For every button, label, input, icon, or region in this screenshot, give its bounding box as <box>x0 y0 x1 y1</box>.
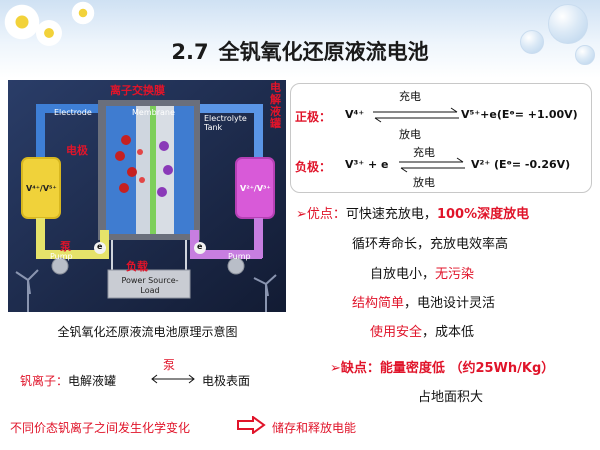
equations-box: 充电 正极： V⁴⁺ V⁵⁺+e(Eᶱ= +1.00V) 放电 充电 负极： V… <box>290 83 592 193</box>
tank-label-cn: 电解液罐 <box>270 81 281 130</box>
wind-turbine-icon <box>15 269 277 312</box>
disadvantages-text-1: 能量密度低 （约25Wh/Kg） <box>379 361 555 376</box>
diagram-caption: 全钒氧化还原液流电池原理示意图 <box>57 325 238 339</box>
adv-text-1b: 100%深度放电 <box>436 207 530 222</box>
membrane <box>150 106 156 234</box>
pump-left-icon <box>51 257 69 275</box>
flower-decoration-icon <box>34 18 64 48</box>
electrode-label: Electrode <box>54 108 92 117</box>
advantages-line-1: ➢优点：可快速充放电，100%深度放电 <box>296 203 529 222</box>
electron-label-right: e <box>197 242 203 251</box>
vanadium-prefix: 钒离子： <box>20 374 69 388</box>
bullet-arrow-icon: ➢ <box>296 207 307 222</box>
reversible-arrow-icon <box>373 107 459 123</box>
pos-discharge-label: 放电 <box>399 128 421 141</box>
disadvantages-line-2: 占地面积大 <box>418 390 484 405</box>
top-right-pipe <box>180 104 262 113</box>
pos-charge-label: 充电 <box>399 90 421 103</box>
disadvantages-line-1: ➢缺点：能量密度低 （约25Wh/Kg） <box>330 357 554 376</box>
advantages-label: 优点： <box>306 207 346 222</box>
bubble-decoration-icon <box>548 4 588 44</box>
bottom-text-right: 储存和释放电能 <box>272 421 357 435</box>
slide-header <box>0 0 600 78</box>
reversible-arrow-icon <box>399 157 465 173</box>
bottom-right-pipe <box>198 250 262 259</box>
power-load-box <box>107 269 191 299</box>
left-tank-label: V⁴⁺/V⁵⁺ <box>26 184 57 193</box>
double-arrow-icon <box>151 374 195 384</box>
advantages-line-3: 自放电小，无污染 <box>370 263 474 282</box>
vanadium-electrode-surface: 电极表面 <box>202 374 251 388</box>
adv-text-3b: 无污染 <box>435 267 475 282</box>
electron-label-left: e <box>97 242 103 251</box>
right-electrode <box>174 106 194 234</box>
advantages-line-2: 循环寿命长，充放电效率高 <box>352 237 509 252</box>
diagram-svg <box>8 80 286 312</box>
bottom-left-pipe <box>36 250 100 259</box>
adv-text-5a: 使用安全 <box>370 325 423 340</box>
neg-charge-label: 充电 <box>413 146 435 159</box>
adv-text-1a: 可快速充放电， <box>345 207 437 222</box>
adv-text-3a: 自放电小， <box>370 267 436 282</box>
adv-text-4b: ，电池设计灵活 <box>404 296 496 311</box>
bottom-text-left: 不同价态钒离子之间发生化学变化 <box>10 421 191 435</box>
pos-right: V⁵⁺+e(Eᶱ= +1.00V) <box>461 108 578 121</box>
adv-text-5b: ，成本低 <box>422 325 475 340</box>
load-label-cn: 负载 <box>126 260 148 273</box>
bubble-decoration-icon <box>520 30 544 54</box>
vanadium-tank: 电解液罐 <box>68 374 117 388</box>
electrolyte-tank-label: Electrolyte Tank <box>204 114 247 132</box>
disadvantages-label: 缺点： <box>340 361 380 376</box>
membrane-label: Membrane <box>132 108 175 117</box>
pos-label: 正极： <box>295 110 332 124</box>
title-text: 全钒氧化还原液流电池 <box>218 40 429 64</box>
neg-label: 负极： <box>295 160 332 174</box>
pump-label-cn: 泵 <box>60 240 71 253</box>
ion-membrane-label: 离子交换膜 <box>110 84 165 97</box>
section-number: 2.7 <box>171 40 209 64</box>
adv-text-4a: 结构简单 <box>352 296 405 311</box>
bullet-arrow-icon: ➢ <box>330 361 341 376</box>
power-load-label: Power Source-Load <box>121 276 179 295</box>
electrolyte-left <box>136 106 150 234</box>
hollow-arrow-icon <box>237 416 266 434</box>
pos-left: V⁴⁺ <box>345 108 365 121</box>
neg-discharge-label: 放电 <box>413 176 435 189</box>
bubble-decoration-icon <box>575 45 595 65</box>
ion-particles <box>115 135 173 197</box>
vanadium-pump: 泵 <box>163 358 176 372</box>
pump-left-label: Pump <box>50 252 73 261</box>
neg-right: V²⁺ (Eᶱ= -0.26V) <box>471 158 571 171</box>
advantages-line-4: 结构简单，电池设计灵活 <box>352 292 495 311</box>
top-left-pipe <box>36 104 118 113</box>
vanadium-label: 钒离子：电解液罐 <box>20 372 116 389</box>
flow-battery-diagram: Electrode Membrane Electrolyte Tank 离子交换… <box>8 80 286 312</box>
electrode-label-cn: 电极 <box>66 144 88 157</box>
neg-left: V³⁺ + e <box>345 158 389 171</box>
right-tank-label: V²⁺/V³⁺ <box>240 184 271 193</box>
flower-decoration-icon <box>70 0 96 26</box>
page-title: 2.7 全钒氧化还原液流电池 <box>0 36 600 66</box>
pump-right-label: Pump <box>228 252 251 261</box>
advantages-line-5: 使用安全，成本低 <box>370 321 474 340</box>
pump-right-icon <box>227 257 245 275</box>
